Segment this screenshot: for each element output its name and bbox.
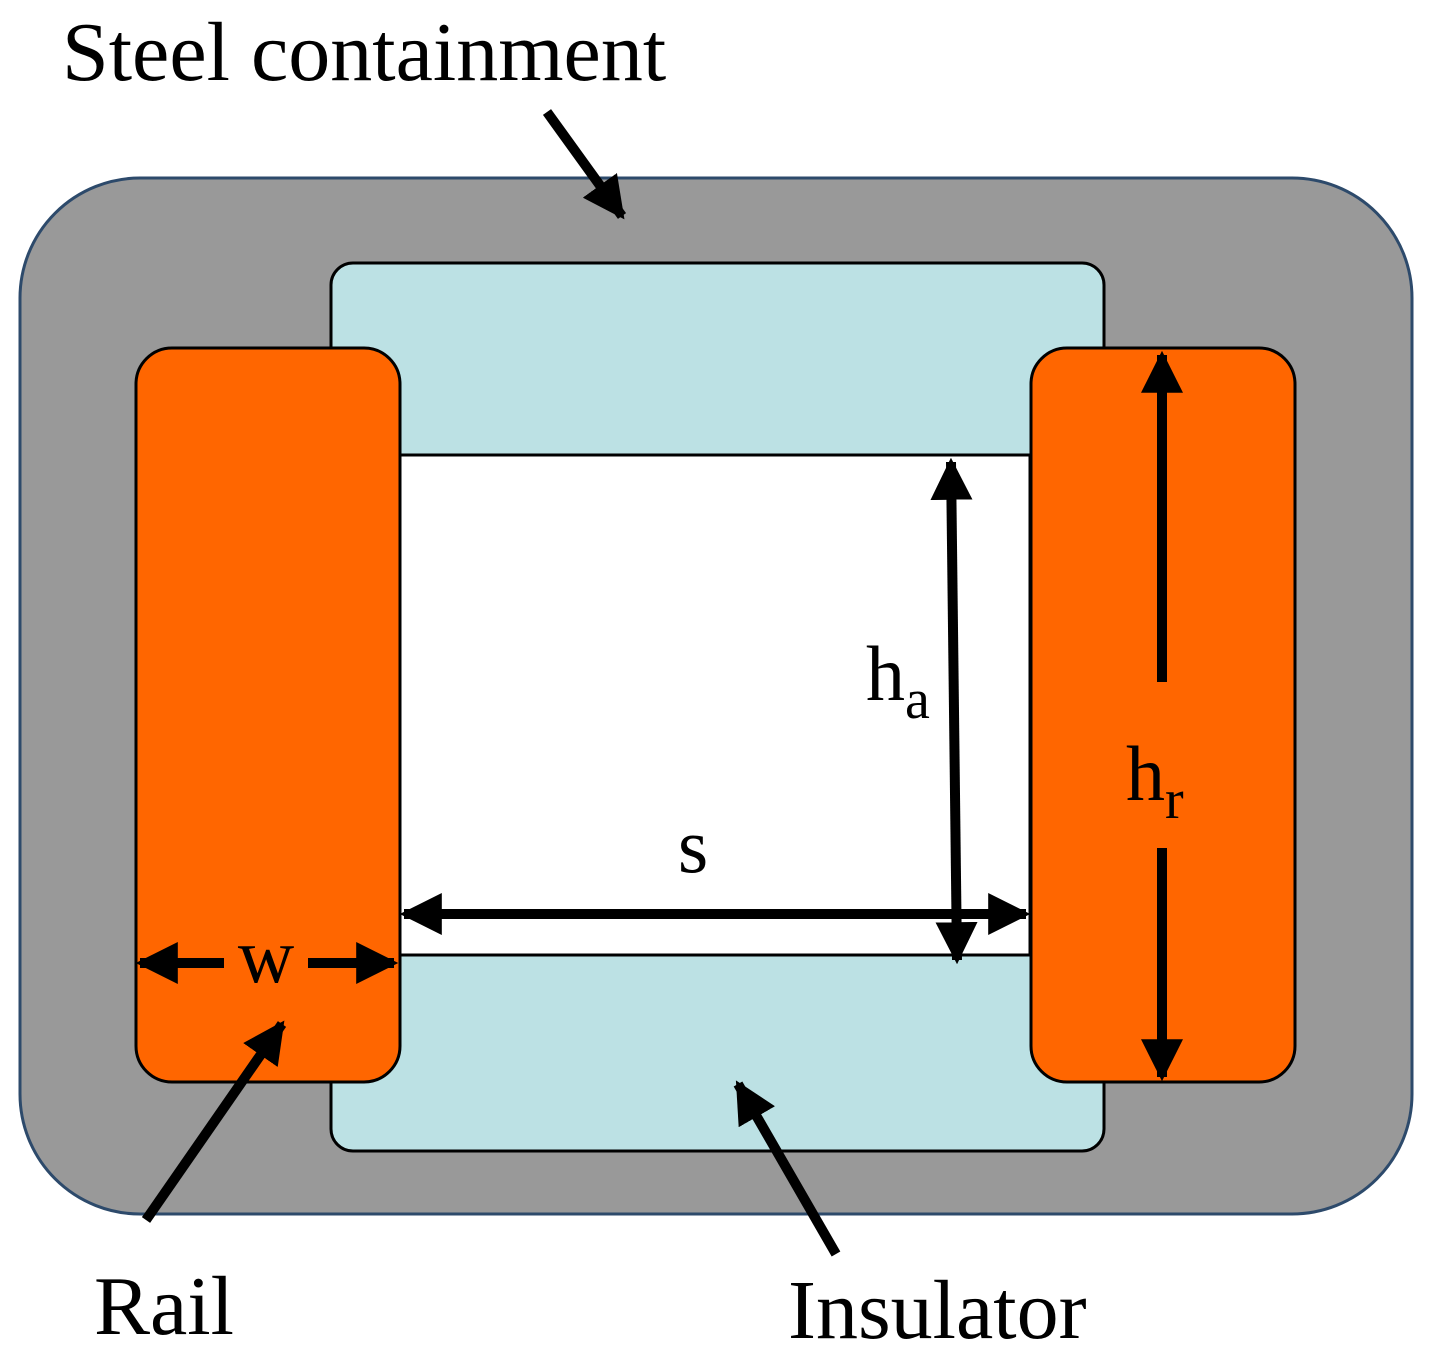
bore-region [397, 453, 1032, 957]
rail-right-shape [1029, 346, 1297, 1084]
ha-dimension-label: ha [866, 630, 930, 731]
rail-left-shape [134, 346, 402, 1084]
ha-dimension-arrow [930, 457, 978, 965]
s-dimension-label: s [678, 802, 708, 889]
hr-symbol: h [1126, 730, 1165, 817]
insulator-label: Insulator [788, 1264, 1087, 1357]
steel-containment-label: Steel containment [62, 6, 666, 99]
rail-label: Rail [94, 1260, 234, 1353]
hr-dimension-label: hr [1126, 730, 1184, 831]
insulator-pointer-arrow [733, 1080, 841, 1257]
ha-subscript: a [905, 669, 930, 731]
rail-pointer-arrow [141, 1020, 287, 1223]
steel-containment-pointer-arrow [542, 109, 627, 220]
hr-subscript: r [1165, 769, 1184, 831]
w-dimension-label: w [238, 912, 294, 999]
ha-symbol: h [866, 630, 905, 717]
